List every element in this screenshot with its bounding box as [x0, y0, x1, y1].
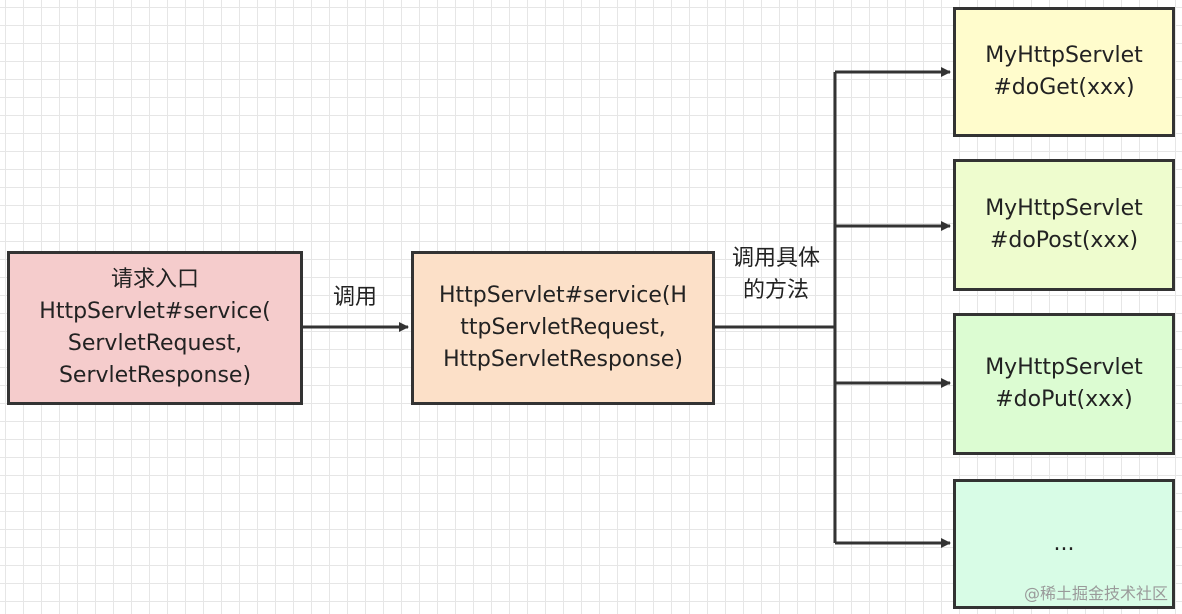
doget-node: MyHttpServlet #doGet(xxx) — [953, 7, 1175, 137]
doput-node: MyHttpServlet #doPut(xxx) — [953, 313, 1175, 455]
doget-node-line: MyHttpServlet — [985, 43, 1143, 68]
service-node-line: HttpServlet#service(H — [439, 283, 687, 308]
dopost-node-line: MyHttpServlet — [985, 196, 1143, 221]
service-node-line: ttpServletRequest, — [460, 315, 666, 340]
more-methods-node-line: ... — [1053, 531, 1075, 556]
service-node-line: HttpServletResponse) — [443, 347, 683, 372]
dopost-node: MyHttpServlet #doPost(xxx) — [953, 159, 1175, 291]
service-node: HttpServlet#service(H ttpServletRequest,… — [411, 251, 715, 405]
doput-node-line: #doPut(xxx) — [995, 387, 1133, 412]
dispatch-edge-label-line: 的方法 — [742, 278, 809, 303]
dopost-node-line: #doPost(xxx) — [989, 228, 1139, 253]
entry-node-line: HttpServlet#service( — [39, 299, 271, 324]
watermark: @稀土掘金技术社区 — [1023, 584, 1168, 603]
more-methods-node: ... — [953, 479, 1175, 609]
entry-node-line: ServletRequest, — [67, 331, 243, 356]
dispatch-edge-label-line: 调用具体 — [731, 246, 820, 271]
entry-node-line: 请求入口 — [110, 267, 199, 292]
call-edge-label: 调用 — [332, 285, 377, 310]
dispatch-edge-label: 调用具体 的方法 — [720, 243, 832, 307]
doget-node-line: #doGet(xxx) — [993, 75, 1135, 100]
doput-node-line: MyHttpServlet — [985, 355, 1143, 380]
entry-node: 请求入口 HttpServlet#service( ServletRequest… — [7, 251, 303, 405]
entry-node-line: ServletResponse) — [58, 363, 252, 388]
